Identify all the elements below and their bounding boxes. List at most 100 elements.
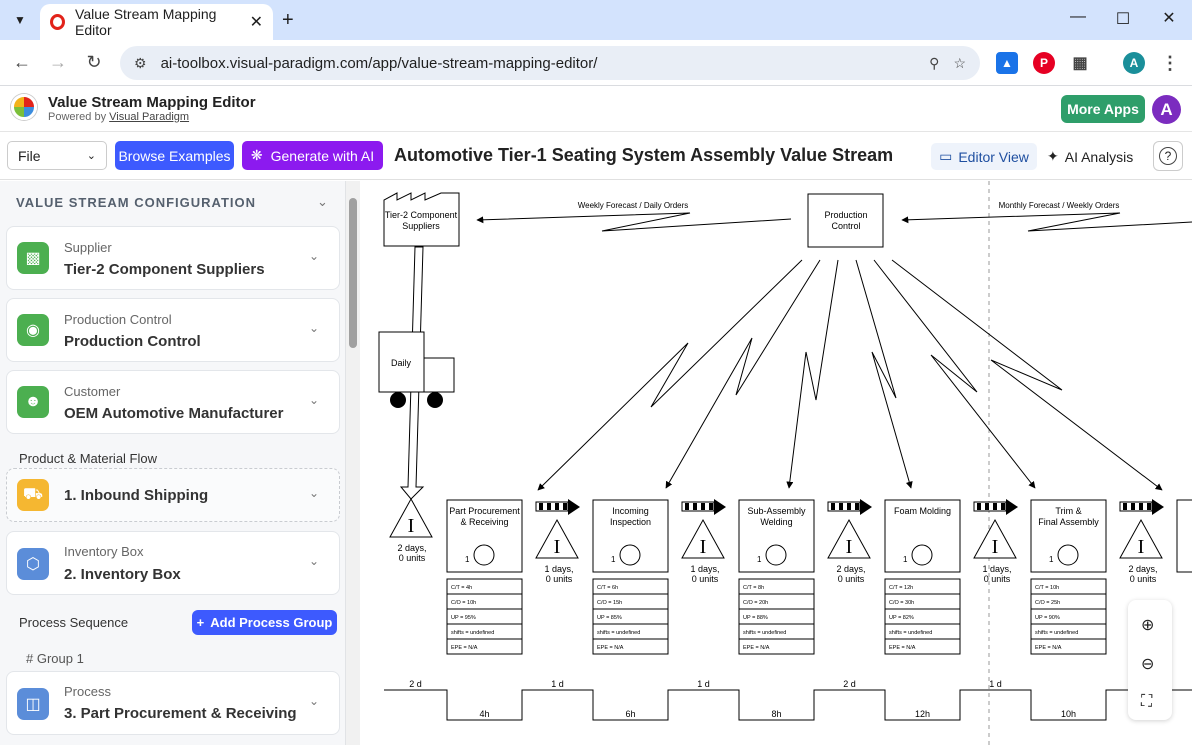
operator-icon[interactable]: [1057, 544, 1079, 566]
data-box-row[interactable]: [738, 638, 815, 655]
scrollbar-thumb[interactable]: [349, 198, 357, 348]
push-arrow-head[interactable]: [568, 499, 580, 515]
operator-icon[interactable]: [473, 544, 495, 566]
maximize-icon[interactable]: ☐: [1115, 11, 1131, 28]
zoom-icon[interactable]: ⚲: [929, 54, 940, 71]
data-box-row[interactable]: [592, 638, 669, 655]
schedule-signal-2[interactable]: [665, 259, 821, 489]
zoom-in-icon[interactable]: ⊕: [1141, 617, 1155, 634]
chevron-down-icon[interactable]: ⌄: [308, 321, 319, 335]
chevron-down-icon[interactable]: ⌄: [308, 486, 319, 500]
chevron-down-icon[interactable]: ⌄: [308, 393, 319, 407]
profile-avatar[interactable]: A: [1123, 52, 1145, 74]
user-avatar[interactable]: A: [1152, 95, 1181, 124]
ai-analysis-button[interactable]: ✦ AI Analysis: [1047, 143, 1143, 170]
window-close-icon[interactable]: ✕: [1162, 10, 1176, 27]
schedule-signal-5[interactable]: [873, 259, 1036, 489]
operator-icon[interactable]: [619, 544, 641, 566]
new-tab-icon[interactable]: +: [282, 9, 294, 31]
push-arrow-stripe[interactable]: [547, 503, 551, 510]
monthly-forecast-flow[interactable]: [901, 212, 1192, 232]
push-arrow-head[interactable]: [860, 499, 872, 515]
chevron-down-icon[interactable]: ⌄: [308, 554, 319, 568]
inventory-triangle-icon[interactable]: [389, 497, 433, 538]
inbound-shipping-card[interactable]: ⛟ 1. Inbound Shipping ⌄: [6, 468, 340, 522]
reload-icon[interactable]: ↻: [86, 52, 102, 72]
fit-screen-icon[interactable]: ⛶: [1141, 693, 1153, 710]
extensions-puzzle-icon[interactable]: ▦: [1072, 55, 1088, 72]
push-arrow-head[interactable]: [714, 499, 726, 515]
data-box-row[interactable]: [1030, 638, 1107, 655]
collapse-chevron-icon[interactable]: ⌄: [317, 194, 328, 209]
schedule-signal-1[interactable]: [537, 259, 803, 491]
push-arrow-stripe[interactable]: [555, 503, 559, 510]
push-arrow-head[interactable]: [1152, 499, 1164, 515]
translate-extension-icon[interactable]: ▲: [996, 52, 1018, 74]
push-arrow-stripe[interactable]: [563, 503, 567, 510]
bookmark-star-icon[interactable]: ☆: [953, 54, 966, 71]
file-menu-select[interactable]: File ⌄: [7, 141, 107, 170]
operator-icon[interactable]: [765, 544, 787, 566]
push-arrow-stripe[interactable]: [1147, 503, 1151, 510]
push-arrow-stripe[interactable]: [693, 503, 697, 510]
powered-link[interactable]: Visual Paradigm: [109, 111, 190, 123]
schedule-signal-6[interactable]: [891, 259, 1163, 491]
tab-search-icon[interactable]: ▼: [14, 13, 26, 27]
push-arrow-stripe[interactable]: [709, 503, 713, 510]
pinterest-extension-icon[interactable]: P: [1033, 52, 1055, 74]
generate-with-ai-button[interactable]: ❋ Generate with AI: [242, 141, 383, 170]
browse-examples-button[interactable]: Browse Examples: [115, 141, 234, 170]
chevron-down-icon[interactable]: ⌄: [308, 694, 319, 708]
editor-view-button[interactable]: ▭ Editor View: [931, 143, 1037, 170]
schedule-signal-3[interactable]: [786, 259, 839, 489]
production-control-card[interactable]: ◉ Production Control Production Control …: [6, 298, 340, 362]
inventory-triangle-icon[interactable]: [973, 518, 1017, 559]
operator-icon[interactable]: [911, 544, 933, 566]
push-arrow-stripe[interactable]: [685, 503, 689, 510]
more-apps-button[interactable]: More Apps: [1061, 95, 1145, 123]
push-arrow-head[interactable]: [1006, 499, 1018, 515]
inventory-triangle-icon[interactable]: [827, 518, 871, 559]
push-arrow-stripe[interactable]: [831, 503, 835, 510]
browser-tab[interactable]: Value Stream Mapping Editor ✕: [40, 4, 273, 40]
push-arrow-stripe[interactable]: [701, 503, 705, 510]
site-info-icon[interactable]: ⚙: [134, 54, 147, 71]
back-icon[interactable]: ←: [13, 52, 31, 72]
truck-icon[interactable]: [378, 331, 425, 393]
inventory-triangle-icon[interactable]: [535, 518, 579, 559]
zoom-out-icon[interactable]: ⊖: [1141, 656, 1155, 673]
add-process-group-button[interactable]: + Add Process Group: [192, 610, 337, 635]
supplier-card[interactable]: ▩ Supplier Tier-2 Component Suppliers ⌄: [6, 226, 340, 290]
chevron-down-icon[interactable]: ⌄: [308, 249, 319, 263]
push-arrow-stripe[interactable]: [839, 503, 843, 510]
schedule-signal-4[interactable]: [855, 259, 913, 489]
customer-card[interactable]: ☻ Customer OEM Automotive Manufacturer ⌄: [6, 370, 340, 434]
push-arrow-stripe[interactable]: [539, 503, 543, 510]
minimize-icon[interactable]: —: [1070, 8, 1086, 25]
push-arrow-stripe[interactable]: [985, 503, 989, 510]
push-arrow-stripe[interactable]: [977, 503, 981, 510]
process-card[interactable]: ◫ Process 3. Part Procurement & Receivin…: [6, 671, 340, 735]
forward-icon[interactable]: →: [49, 52, 67, 72]
inventory-triangle-icon[interactable]: [681, 518, 725, 559]
production-control-box[interactable]: [807, 193, 884, 248]
push-arrow-stripe[interactable]: [1131, 503, 1135, 510]
inventory-triangle-icon[interactable]: [1119, 518, 1163, 559]
tab-close-icon[interactable]: ✕: [249, 14, 263, 31]
push-arrow-stripe[interactable]: [1139, 503, 1143, 510]
weekly-forecast-flow[interactable]: [476, 212, 792, 232]
push-arrow-stripe[interactable]: [1001, 503, 1005, 510]
address-bar[interactable]: ⚙ ai-toolbox.visual-paradigm.com/app/val…: [120, 46, 980, 80]
process-box-partial[interactable]: [1176, 499, 1192, 573]
push-arrow-stripe[interactable]: [1123, 503, 1127, 510]
inventory-box-card[interactable]: ⬡ Inventory Box 2. Inventory Box ⌄: [6, 531, 340, 595]
browser-menu-icon[interactable]: ⋮: [1161, 52, 1179, 73]
push-arrow-stripe[interactable]: [993, 503, 997, 510]
help-button[interactable]: ?: [1153, 141, 1183, 171]
push-arrow-stripe[interactable]: [847, 503, 851, 510]
supplier-factory-icon[interactable]: [383, 192, 460, 247]
data-box-row[interactable]: [884, 638, 961, 655]
push-arrow-stripe[interactable]: [855, 503, 859, 510]
